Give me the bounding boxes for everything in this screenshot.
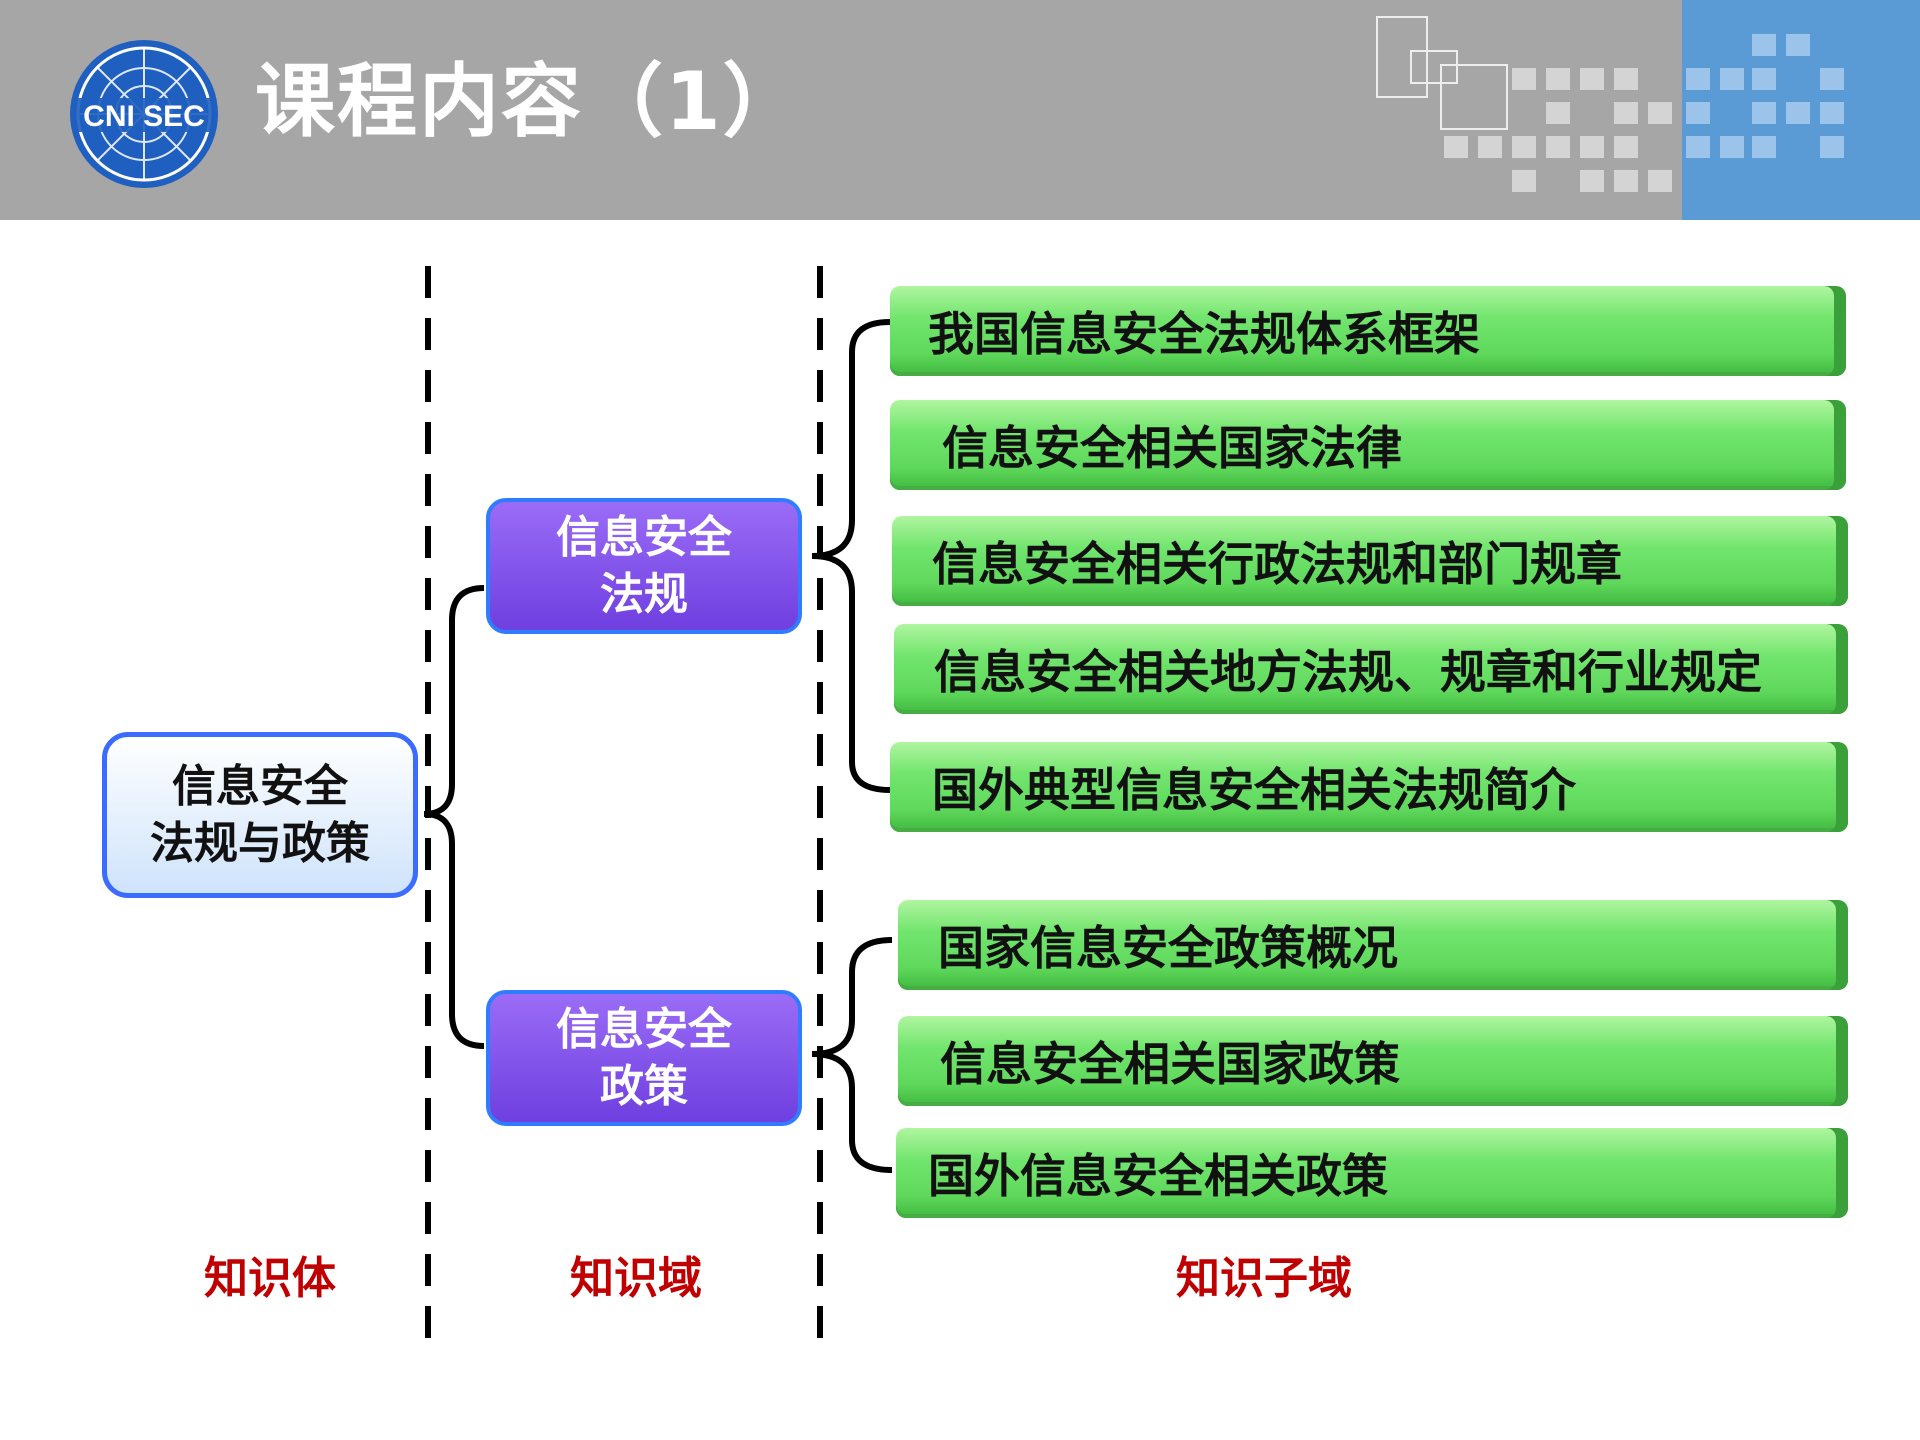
root-line-2: 法规与政策 — [150, 818, 370, 869]
subdomain-item: 信息安全相关国家政策 — [898, 1016, 1848, 1106]
subdomain-item: 国外信息安全相关政策 — [896, 1128, 1848, 1218]
cnisec-logo: CNI SEC — [70, 40, 218, 188]
column-label-body: 知识体 — [204, 1253, 336, 1304]
subdomain-item: 国家信息安全政策概况 — [898, 900, 1848, 990]
subdomain-item: 信息安全相关地方法规、规章和行业规定 — [894, 624, 1848, 714]
domain-node-policies: 信息安全 政策 — [486, 990, 802, 1126]
subdomain-item: 信息安全相关国家法律 — [890, 400, 1846, 490]
column-label-subdomain: 知识子域 — [1176, 1253, 1352, 1304]
brace-root — [423, 585, 485, 1049]
knowledge-body-node: 信息安全 法规与政策 — [102, 732, 418, 898]
subdomain-item: 信息安全相关行政法规和部门规章 — [892, 516, 1848, 606]
subdomain-item: 我国信息安全法规体系框架 — [890, 286, 1846, 376]
domain-policies-line-1: 信息安全 — [556, 1003, 732, 1055]
subdomain-item: 国外典型信息安全相关法规简介 — [890, 742, 1848, 832]
domain-laws-line-1: 信息安全 — [556, 511, 732, 563]
brace-policies — [811, 937, 893, 1173]
page-title: 课程内容（1） — [255, 55, 805, 148]
root-line-1: 信息安全 — [172, 760, 348, 812]
column-label-domain: 知识域 — [570, 1253, 702, 1304]
svg-text:CNI SEC: CNI SEC — [83, 100, 205, 133]
brace-laws — [811, 319, 891, 793]
domain-laws-line-2: 法规 — [600, 569, 688, 620]
domain-node-laws: 信息安全 法规 — [486, 498, 802, 634]
domain-policies-line-2: 政策 — [600, 1061, 688, 1112]
